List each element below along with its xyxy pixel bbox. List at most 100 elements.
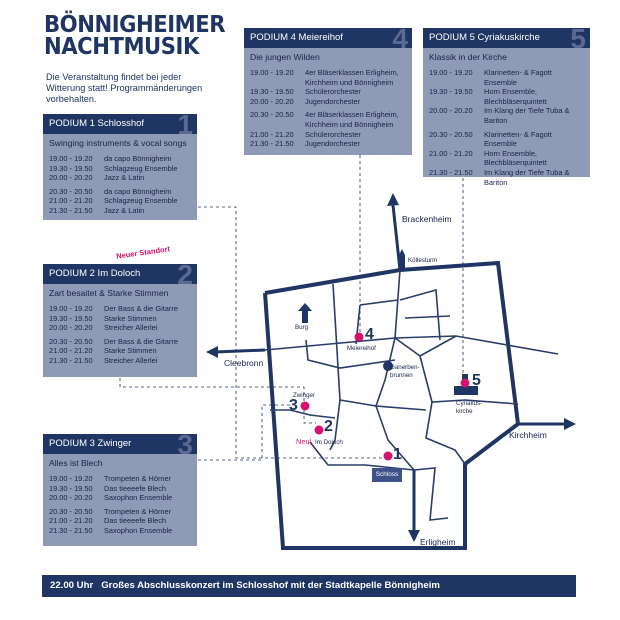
inner-streets — [264, 269, 559, 521]
podium3-theme: Alles ist Blech — [49, 458, 103, 468]
schedule-act: 4er Bläserklassen Erligheim, Kirchheim u… — [305, 68, 399, 87]
podium2-header: PODIUM 2 Im Doloch 2 — [43, 264, 197, 284]
schedule-time: 20.30 - 20.50 — [429, 129, 473, 139]
map-number-1: 1 — [393, 446, 402, 463]
schedule-act: Das tieeeefe Blech — [104, 483, 167, 493]
schedule-time: 21.30 - 21.50 — [49, 355, 93, 365]
schedule-time: 21.30 - 21.50 — [49, 205, 93, 215]
map-number-2: 2 — [324, 418, 333, 435]
schedule-act: Jazz & Latin — [104, 205, 145, 215]
schedule-row: 19.30 - 19.50 Schülerorchester — [250, 87, 406, 97]
pin-podium2 — [314, 425, 324, 435]
koellesturm-roof — [399, 249, 405, 255]
schedule-act: da capo Bönnigheim — [104, 186, 172, 196]
arterial-roads — [214, 204, 566, 532]
ganerbenbrunnen-line2: brunnen — [390, 372, 413, 379]
koellesturm-icon — [399, 255, 405, 269]
schedule-time: 20.00 - 20.20 — [429, 106, 473, 116]
podium1-number: 1 — [177, 114, 193, 134]
podium2-title: PODIUM 2 Im Doloch — [49, 268, 141, 279]
schedule-time: 21.00 - 21.20 — [429, 148, 473, 158]
schedule-act: Schlagzeug Ensemble — [104, 163, 178, 173]
schedule-row: 20.00 - 20.20 Jazz & Latin — [49, 173, 191, 183]
schedule-time: 20.00 - 20.20 — [250, 96, 294, 106]
schedule-row: 21.30 - 21.50 Jazz & Latin — [49, 206, 191, 216]
podium5-header: PODIUM 5 Cyriakuskirche 5 — [423, 28, 590, 48]
label-ganerbenbrunnen: Ganerben- brunnen — [390, 364, 420, 380]
schedule-act: Jugendorchester — [305, 139, 361, 149]
schedule-time: 19.30 - 19.50 — [49, 163, 93, 173]
schedule-act: Der Bass & die Gitarre — [104, 304, 178, 313]
schedule-act: Schlagzeug Ensemble — [104, 196, 178, 206]
schedule-time: 19.00 - 19.20 — [250, 68, 294, 77]
schedule-act: 4er Bläserklassen Erligheim, Kirchheim u… — [305, 110, 399, 129]
label-im-doloch: Im Doloch — [315, 439, 343, 446]
arrow-erligheim — [408, 530, 420, 542]
schedule-act: Streicher Allerlei — [104, 355, 158, 365]
schedule-act: Starke Stimmen — [104, 346, 157, 356]
label-cleebronn: Cleebronn — [224, 358, 264, 368]
schedule-act: Trompeten & Hörner — [104, 474, 172, 483]
podium5-number: 5 — [570, 28, 586, 48]
schedule-time: 21.30 - 21.50 — [250, 139, 294, 149]
schedule-time: 20.00 - 20.20 — [49, 323, 93, 333]
pin-podium5 — [460, 378, 470, 388]
map-number-4: 4 — [365, 326, 374, 343]
schedule-time: 20.00 - 20.20 — [49, 173, 93, 183]
road-cleebronn — [214, 348, 266, 354]
schedule-act: Saxophon Ensemble — [104, 493, 173, 503]
label-erligheim: Erligheim — [420, 537, 456, 547]
schedule-time: 19.00 - 19.20 — [49, 474, 93, 483]
schedule-row: 19.00 - 19.20 Der Bass & die Gitarre — [49, 304, 191, 314]
label-meiereihof: Meiereihof — [347, 345, 376, 352]
label-cyriakuskirche: Cyriakus- kirche — [456, 400, 482, 416]
schedule-act: Schülerorchester — [305, 87, 361, 97]
church-nave-icon — [454, 386, 478, 395]
cyriakuskirche-line1: Cyriakus- — [456, 400, 483, 407]
schedule-time: 19.30 - 19.50 — [250, 87, 294, 97]
schedule-time: 19.00 - 19.20 — [49, 304, 93, 313]
schedule-time: 20.30 - 20.50 — [250, 110, 294, 120]
podium4-schedule: 19.00 - 19.20 4er Bläserklassen Erligheim… — [244, 68, 412, 149]
arrow-kirchheim — [564, 418, 576, 430]
burg-icon — [302, 311, 308, 323]
schedule-time: 20.30 - 20.50 — [49, 186, 93, 196]
map-number-3: 3 — [289, 397, 298, 414]
schedule-row: 19.30 - 19.50 Schlagzeug Ensemble — [49, 164, 191, 174]
schedule-row: 20.30 - 20.50 da capo Bönnigheim — [49, 187, 191, 197]
podium2-panel: PODIUM 2 Im Doloch 2 Zart besaitet & Sta… — [43, 264, 197, 377]
dashed-connectors — [119, 155, 464, 461]
schedule-time: 19.30 - 19.50 — [49, 313, 93, 323]
podium4-number: 4 — [392, 28, 408, 48]
connector-podium2 — [119, 378, 316, 424]
title-line-2: NACHTMUSIK — [44, 34, 199, 60]
label-brackenheim: Brackenheim — [402, 214, 452, 224]
final-concert-time: 22.00 Uhr — [50, 580, 94, 591]
arrowheads — [206, 193, 576, 542]
schedule-act: Horn Ensemble, Blechbläserquintett — [484, 87, 547, 106]
schedule-time: 21.30 - 21.50 — [49, 525, 93, 535]
schedule-act: Jugendorchester — [305, 96, 361, 106]
schedule-time: 21.00 - 21.20 — [250, 129, 294, 139]
arrow-brackenheim — [387, 193, 399, 206]
schedule-act: Jazz & Latin — [104, 173, 145, 183]
connector-podium3 — [198, 404, 290, 461]
ganerbenbrunnen-icon — [383, 361, 393, 371]
schedule-row: 21.30 - 21.50 Jugendorchester — [250, 139, 406, 149]
schedule-time: 20.30 - 20.50 — [49, 506, 93, 516]
